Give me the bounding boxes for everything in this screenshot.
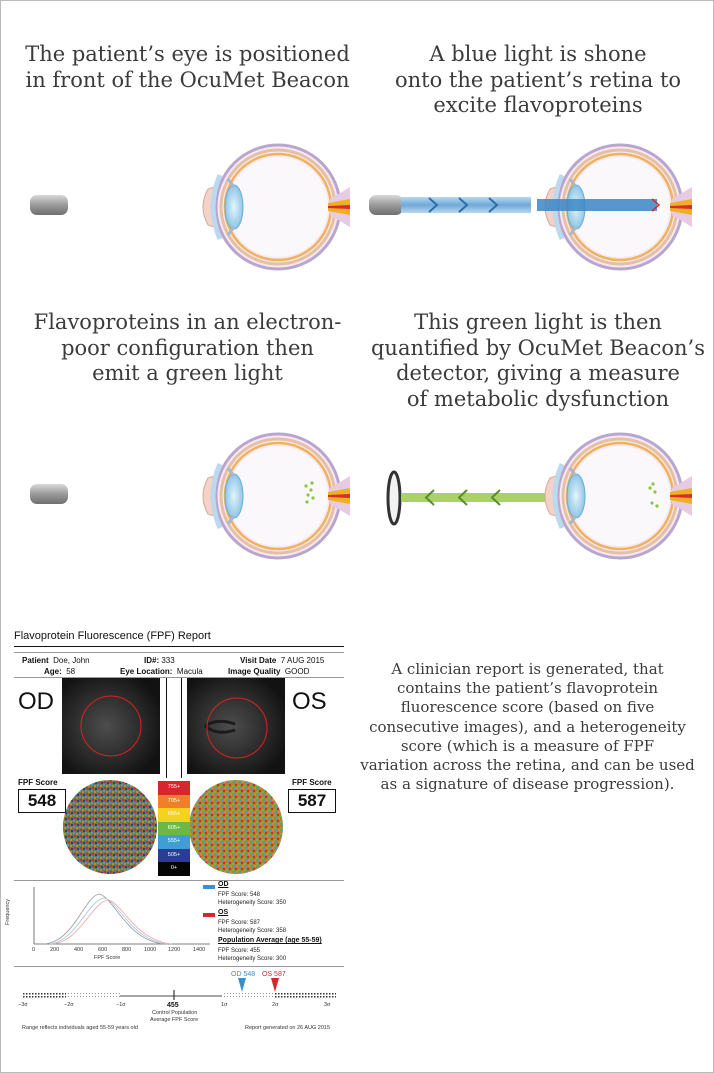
eye-diagram	[203, 434, 350, 558]
os-label: OS	[292, 688, 327, 715]
od-fundus-image	[62, 678, 160, 774]
od-label: OD	[18, 688, 54, 715]
legend-population-heading: Population Average (age 55-59)	[218, 937, 322, 944]
os-score-label: FPF Score	[292, 778, 332, 787]
frequency-histogram	[33, 887, 210, 945]
eye-location-field: Eye Location: Macula	[120, 667, 203, 676]
os-marker	[271, 978, 279, 992]
report-title-rule	[14, 646, 344, 647]
os-marker-label: OS 587	[262, 971, 286, 978]
sigma-label: 3σ	[324, 1002, 331, 1008]
report-footer-generated: Report generated on 26 AUG 2015	[245, 1025, 331, 1031]
report-header-border	[14, 652, 344, 678]
histogram-x-tick: 400	[74, 947, 84, 953]
step-3-caption: Flavoproteins in an electron- poor confi…	[33, 310, 342, 386]
sigma-label: −3σ	[18, 1002, 28, 1008]
scale-step: 555+	[158, 835, 190, 849]
os-fpf-score: 587	[288, 789, 336, 813]
histogram-x-tick: 200	[50, 947, 60, 953]
histogram-xlabel: FPF Score	[94, 955, 121, 961]
legend-od-fpf: FPF Score: 548	[218, 892, 261, 898]
legend-od-heading: OD	[218, 881, 229, 888]
sigma-label: 1σ	[221, 1002, 228, 1008]
histogram-x-tick: 600	[98, 947, 108, 953]
step-2-illustration	[369, 135, 712, 280]
histogram-x-tick: 1000	[144, 947, 157, 953]
visit-date-field: Visit Date 7 AUG 2015	[240, 656, 325, 665]
scale-step: 605+	[158, 821, 190, 835]
step-1-caption: The patient’s eye is positioned in front…	[25, 42, 350, 92]
legend-od-heterogeneity: Heterogeneity Score: 350	[218, 900, 287, 906]
report-divider	[14, 880, 344, 881]
green-light-beam	[401, 493, 661, 502]
ocumet-beacon-device	[369, 195, 403, 215]
od-score-label: FPF Score	[18, 778, 58, 787]
report-divider	[14, 966, 344, 967]
sigma-label: −2σ	[64, 1002, 74, 1008]
legend-os-heterogeneity: Heterogeneity Score: 358	[218, 928, 287, 934]
od-marker-label: OD 548	[231, 971, 256, 978]
report-caption: A clinician report is generated, that co…	[360, 660, 695, 794]
report-footer-range: Range reflects individuals aged 55-59 ye…	[22, 1025, 138, 1031]
os-fpf-heatmap	[189, 780, 283, 874]
beam-arrows	[428, 197, 499, 213]
legend-os-fpf: FPF Score: 587	[218, 920, 261, 926]
histogram-x-tick: 1400	[193, 947, 206, 953]
od-legend-swatch	[203, 885, 215, 889]
id-field: ID#: 333	[144, 656, 175, 665]
legend-population-heterogeneity: Heterogeneity Score: 300	[218, 956, 287, 962]
scale-step: 755+	[158, 781, 190, 795]
step-4-caption: This green light is then quantified by O…	[370, 310, 705, 411]
step-1-illustration	[30, 135, 365, 280]
population-mean-value: 455	[167, 1002, 179, 1009]
scale-step: 705+	[158, 794, 190, 808]
ocumet-beacon-device	[30, 484, 68, 504]
od-fpf-score: 548	[18, 789, 66, 813]
eye-diagram	[545, 434, 692, 558]
fpf-color-scale: 755+ 705+ 655+ 605+ 555+ 505+ 0+	[158, 781, 190, 876]
image-quality-field: Image Quality GOOD	[228, 667, 310, 676]
histogram-ylabel: Frequency	[5, 899, 11, 925]
scale-step: 505+	[158, 848, 190, 862]
population-number-line	[22, 978, 336, 1000]
eye-diagram	[203, 145, 350, 269]
scale-step: 0+	[158, 862, 190, 876]
green-emission-dots	[648, 482, 659, 508]
os-legend-swatch	[203, 913, 215, 917]
step-4-illustration	[386, 424, 712, 569]
histogram-x-tick: 0	[32, 947, 36, 953]
population-mean-caption: Control Population	[152, 1010, 198, 1016]
legend-population-fpf: FPF Score: 455	[218, 948, 261, 954]
center-divider	[166, 678, 182, 778]
population-mean-caption: Average FPF Score	[150, 1017, 199, 1023]
histogram-x-tick: 800	[122, 947, 132, 953]
patient-field: Patient Doe, John	[22, 656, 90, 665]
sigma-label: 2σ	[272, 1002, 279, 1008]
report-title: Flavoprotein Fluorescence (FPF) Report	[14, 630, 211, 642]
beam-arrows	[424, 489, 501, 506]
step-3-illustration	[30, 424, 365, 569]
os-fundus-image	[187, 678, 285, 774]
green-emission-dots	[304, 481, 315, 504]
ocumet-beacon-device	[30, 195, 68, 215]
blue-light-in-eye	[537, 199, 657, 211]
od-marker	[238, 978, 246, 992]
scale-step: 655+	[158, 808, 190, 822]
detector	[386, 470, 402, 526]
step-2-caption: A blue light is shone onto the patient’s…	[394, 42, 682, 118]
histogram-x-tick: 1200	[168, 947, 181, 953]
sigma-label: −1σ	[116, 1002, 126, 1008]
od-fpf-heatmap	[63, 780, 157, 874]
legend-os-heading: OS	[218, 909, 229, 916]
age-field: Age: 58	[44, 667, 76, 676]
